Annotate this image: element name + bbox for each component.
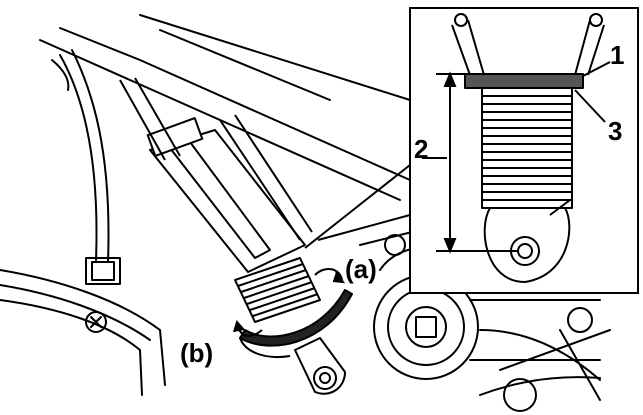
inset-detail: 1 2 3: [409, 7, 639, 294]
frame-illustration: [0, 14, 611, 412]
label-part-3: 3: [608, 116, 622, 146]
shock-absorber: [119, 77, 353, 395]
inset-leader-line: [304, 164, 411, 249]
spring: [234, 257, 321, 323]
spring-collar: [464, 73, 584, 89]
label-part-2: 2: [414, 134, 428, 164]
label-part-1: 1: [610, 40, 624, 70]
curved-arrow-icon: [314, 268, 346, 284]
adjusting-ring: [239, 289, 353, 358]
callout-a: (a): [345, 254, 377, 284]
curved-arrow-icon: [233, 319, 263, 337]
callout-b: (b): [180, 338, 213, 368]
length-dimension: [436, 71, 518, 254]
